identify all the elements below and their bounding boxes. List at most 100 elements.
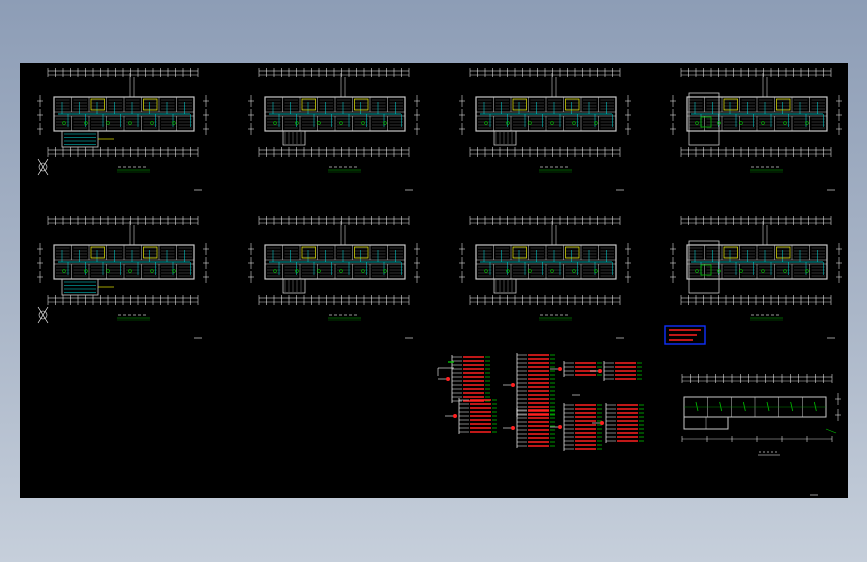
grounding-lead xyxy=(825,428,837,434)
equipment-symbol xyxy=(717,269,721,273)
panel-symbol xyxy=(446,377,450,381)
equipment-symbol xyxy=(172,121,176,125)
cad-drawing-canvas[interactable] xyxy=(20,63,848,498)
equipment-symbol xyxy=(62,269,66,273)
equipment-symbol xyxy=(106,121,110,125)
plan-3 xyxy=(459,68,631,191)
panel-symbol xyxy=(600,421,604,425)
legend-box xyxy=(664,325,706,345)
lightning-conductor-mark xyxy=(813,401,817,412)
equipment-symbol xyxy=(506,269,510,273)
lightning-conductor-mark xyxy=(766,401,770,412)
equipment-symbol xyxy=(317,269,321,273)
panel-symbol xyxy=(511,383,515,387)
roof-plan xyxy=(681,374,841,496)
equipment-symbol xyxy=(361,121,365,125)
equipment-symbol xyxy=(761,121,765,125)
equipment-symbol xyxy=(484,269,488,273)
equipment-symbol xyxy=(128,121,132,125)
highlight-room xyxy=(565,98,580,111)
equipment-symbol xyxy=(84,269,88,273)
highlight-room xyxy=(776,98,791,111)
highlight-room xyxy=(301,246,316,259)
highlight-room xyxy=(723,98,738,111)
equipment-symbol xyxy=(106,269,110,273)
equipment-symbol xyxy=(550,121,554,125)
highlight-room xyxy=(512,246,527,259)
equipment-symbol xyxy=(572,121,576,125)
plan-8 xyxy=(670,216,842,339)
highlight-room xyxy=(776,246,791,259)
equipment-box xyxy=(700,264,712,276)
plan-6 xyxy=(248,216,420,339)
equipment-symbol xyxy=(339,121,343,125)
stair-outline xyxy=(282,278,306,294)
equipment-symbol xyxy=(484,121,488,125)
stair-outline xyxy=(282,130,306,146)
panel-symbol xyxy=(598,369,602,373)
equipment-symbol xyxy=(695,121,699,125)
highlight-room xyxy=(90,98,105,111)
drawing-sheet[interactable] xyxy=(20,63,848,498)
block-b xyxy=(503,353,555,417)
top-floor-block xyxy=(688,240,720,294)
plan-2 xyxy=(248,68,420,191)
block-a xyxy=(438,355,490,403)
equipment-symbol xyxy=(339,269,343,273)
stair-outline xyxy=(493,278,517,294)
equipment-symbol xyxy=(361,269,365,273)
equipment-symbol xyxy=(128,269,132,273)
equipment-symbol xyxy=(383,121,387,125)
plan-5 xyxy=(37,216,209,339)
equipment-symbol xyxy=(761,269,765,273)
panel-symbol xyxy=(453,414,457,418)
equipment-symbol xyxy=(550,269,554,273)
equipment-symbol xyxy=(295,269,299,273)
equipment-symbol xyxy=(506,121,510,125)
equipment-box xyxy=(700,116,712,128)
lightning-conductor-mark xyxy=(790,401,794,412)
equipment-symbol xyxy=(84,121,88,125)
equipment-symbol xyxy=(572,269,576,273)
highlight-room xyxy=(301,98,316,111)
block-f xyxy=(503,408,555,448)
equipment-symbol xyxy=(594,269,598,273)
equipment-symbol xyxy=(273,269,277,273)
block-d xyxy=(590,361,642,381)
panel-symbol xyxy=(511,426,515,430)
equipment-symbol xyxy=(739,269,743,273)
equipment-symbol xyxy=(317,121,321,125)
lightning-conductor-mark xyxy=(719,401,723,412)
panel-symbol xyxy=(558,425,562,429)
equipment-symbol xyxy=(150,269,154,273)
block-c xyxy=(550,361,602,377)
plan-7 xyxy=(459,216,631,339)
north-arrow xyxy=(37,158,49,176)
equipment-symbol xyxy=(805,121,809,125)
highlight-room xyxy=(354,246,369,259)
north-arrow-stroke xyxy=(37,158,49,176)
equipment-symbol xyxy=(783,269,787,273)
plan-4 xyxy=(670,68,842,191)
equipment-symbol xyxy=(695,269,699,273)
north-arrow xyxy=(37,306,49,324)
equipment-symbol xyxy=(739,121,743,125)
equipment-symbol xyxy=(717,121,721,125)
north-arrow-ring xyxy=(38,162,48,172)
highlight-room xyxy=(143,98,158,111)
highlight-room xyxy=(354,98,369,111)
equipment-symbol xyxy=(295,121,299,125)
panel-symbol xyxy=(558,367,562,371)
block-h xyxy=(592,403,644,443)
lightning-conductor-mark xyxy=(695,401,699,412)
highlight-room xyxy=(565,246,580,259)
highlight-room xyxy=(512,98,527,111)
highlight-room xyxy=(143,246,158,259)
top-floor-block xyxy=(688,92,720,146)
legend-border xyxy=(664,325,706,345)
equipment-symbol xyxy=(273,121,277,125)
feeder-symbol xyxy=(437,361,580,396)
highlight-room xyxy=(723,246,738,259)
block-g xyxy=(550,403,602,451)
highlight-room xyxy=(90,246,105,259)
